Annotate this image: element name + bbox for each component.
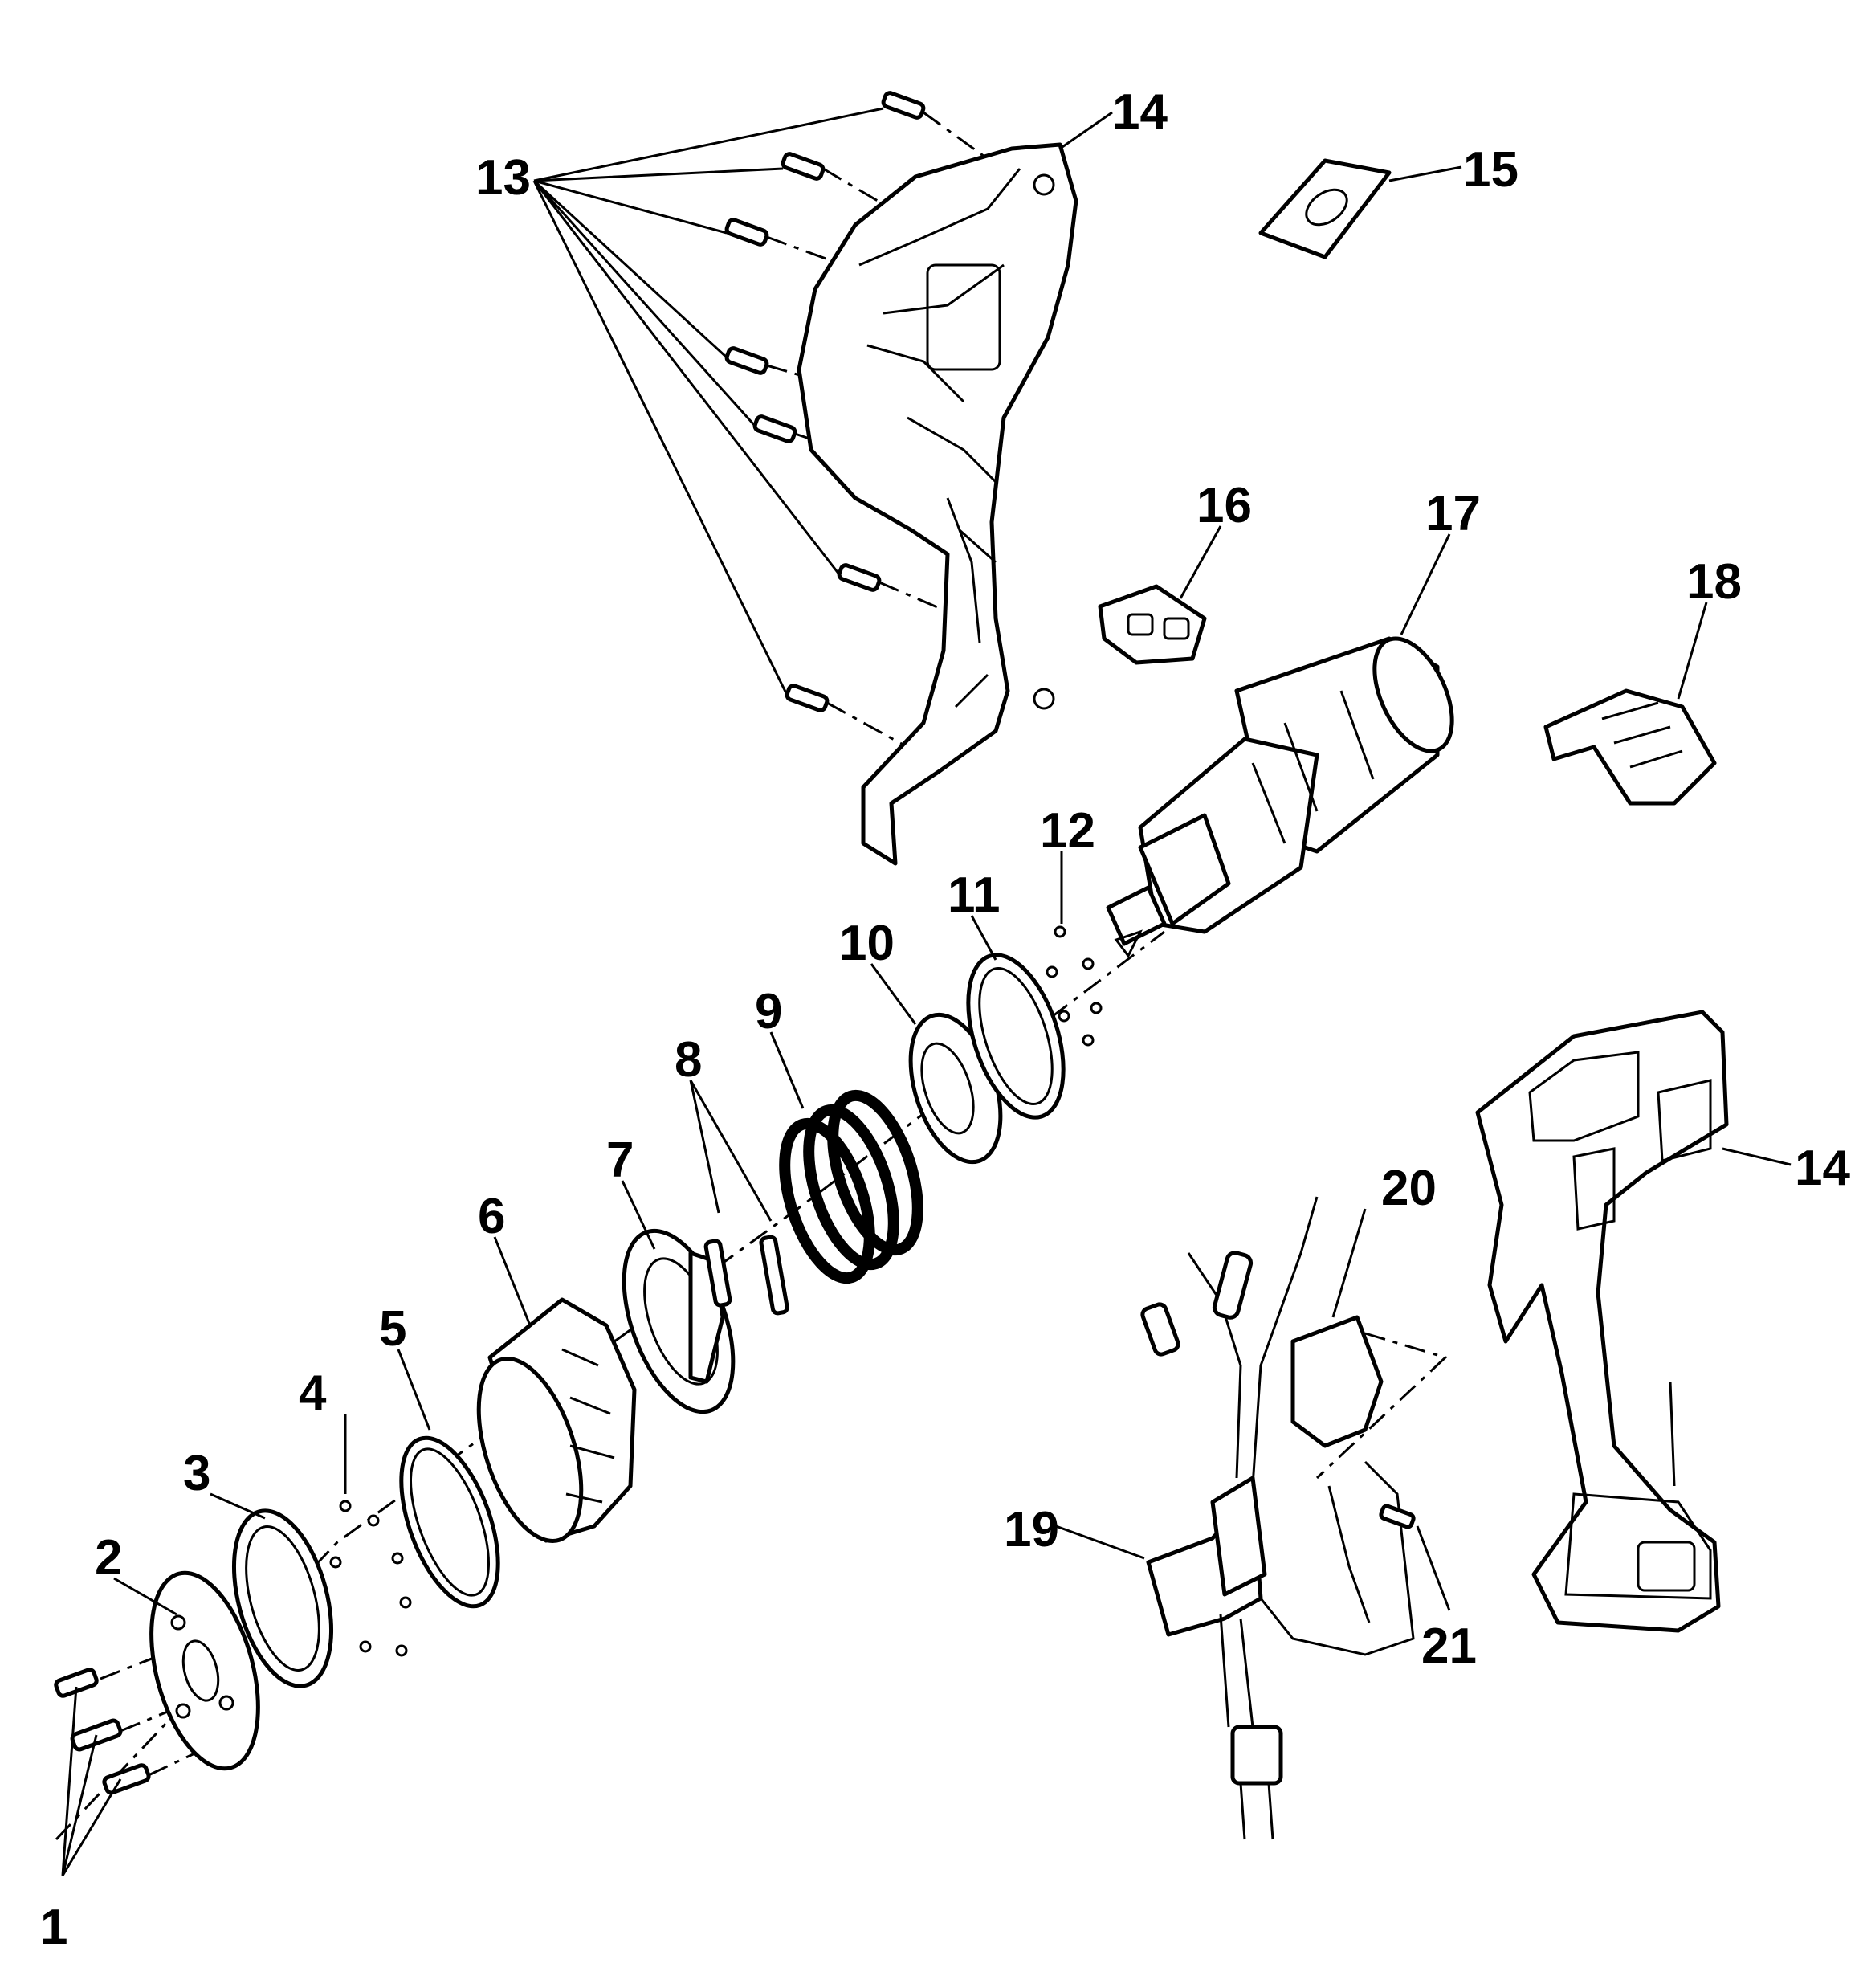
part-20-switch-cover [1290,1315,1448,1480]
leader-7 [621,1180,656,1250]
part-3-gasket [231,1508,334,1688]
part-11-washer [966,953,1066,1120]
callout-9: 9 [755,984,782,1039]
leader-9 [769,1031,805,1109]
callout-12: 12 [1040,803,1095,859]
leader-2 [113,1577,177,1616]
callout-4: 4 [299,1365,327,1421]
callout-6: 6 [478,1189,505,1244]
leader-19 [1055,1525,1145,1560]
callout-14b: 14 [1795,1141,1850,1196]
leader-11 [970,915,997,961]
leader-8 [689,1080,773,1222]
callout-2: 2 [95,1530,122,1586]
part-2-front-plate [149,1570,260,1771]
part-6-clutch-housing [476,1297,637,1544]
part-14-right-housing [1475,1010,1729,1633]
callout-14a: 14 [1112,84,1168,140]
part-9-spring [779,1089,923,1284]
part-15-switch-plate [1258,158,1392,259]
leader-3 [210,1492,266,1520]
part-5-ring [399,1435,500,1609]
part-16-bracket [1098,584,1207,665]
part-12-balls [1046,925,1103,1047]
callout-5: 5 [379,1301,406,1357]
callout-18: 18 [1686,554,1742,610]
callout-17: 17 [1425,486,1481,541]
part-17-motor [1106,636,1454,958]
leader-21 [1416,1525,1451,1611]
callout-3: 3 [183,1446,210,1501]
leader-17 [1400,533,1451,635]
part-18-end-cap [1543,688,1717,806]
leader-10 [870,963,917,1025]
callout-16: 16 [1196,478,1252,533]
part-8-clips [703,1235,789,1316]
leader-6 [493,1236,532,1326]
leader-14b [1722,1147,1792,1166]
leader-13 [532,107,884,696]
part-4-balls [329,1500,412,1657]
leader-1 [61,1686,122,1876]
part-21-screw [1327,1485,1416,1623]
leader-15 [1388,165,1462,182]
callout-13: 13 [475,150,531,206]
leader-5 [397,1349,431,1431]
leader-16 [1179,525,1222,599]
callout-8: 8 [675,1032,702,1088]
part-13-screws [724,91,997,749]
callout-20: 20 [1381,1161,1437,1216]
callout-21: 21 [1421,1619,1477,1674]
part-19-switch [1140,1196,1415,1840]
leader-14a [1059,111,1113,150]
callout-19: 19 [1004,1502,1059,1557]
leader-18 [1677,602,1708,700]
part-14-left-housing [797,142,1078,866]
callout-11: 11 [948,867,1001,923]
callout-1: 1 [40,1900,67,1955]
callout-15: 15 [1463,142,1519,198]
callout-7: 7 [606,1133,634,1188]
callout-10: 10 [839,916,895,971]
leader-20 [1331,1208,1367,1318]
